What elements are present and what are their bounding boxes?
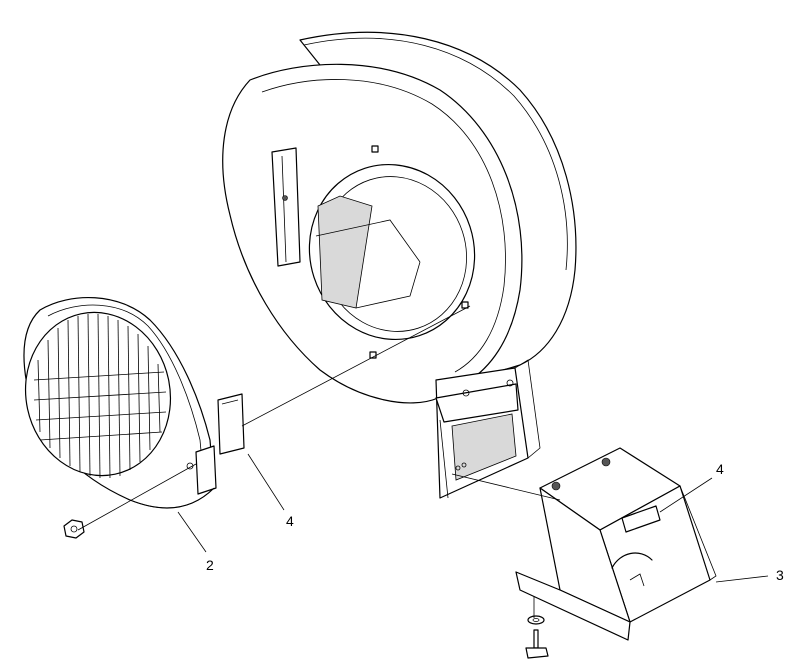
- hex-nut: [63, 519, 85, 539]
- callout-4-right: 4: [716, 461, 724, 477]
- gasket-left: [217, 393, 245, 455]
- mount-hole: [461, 301, 469, 309]
- blower-inlet: [271, 145, 476, 359]
- outlet-label-icon: [455, 462, 467, 471]
- rotation-arrow-icon: [611, 552, 653, 569]
- alignment-lines: [77, 305, 561, 618]
- inlet-grille-guard: [23, 296, 217, 509]
- callout-4-left: 4: [286, 513, 294, 529]
- mount-hole: [371, 145, 379, 153]
- grille-slats: [33, 313, 167, 479]
- callout-2: 2: [206, 557, 214, 573]
- outlet-adapter: [515, 447, 717, 641]
- callout-3: 3: [776, 567, 784, 583]
- mount-hole: [369, 351, 377, 359]
- screw-and-washer: [525, 615, 549, 659]
- gasket-right: [621, 505, 661, 533]
- leader-lines: [177, 453, 769, 583]
